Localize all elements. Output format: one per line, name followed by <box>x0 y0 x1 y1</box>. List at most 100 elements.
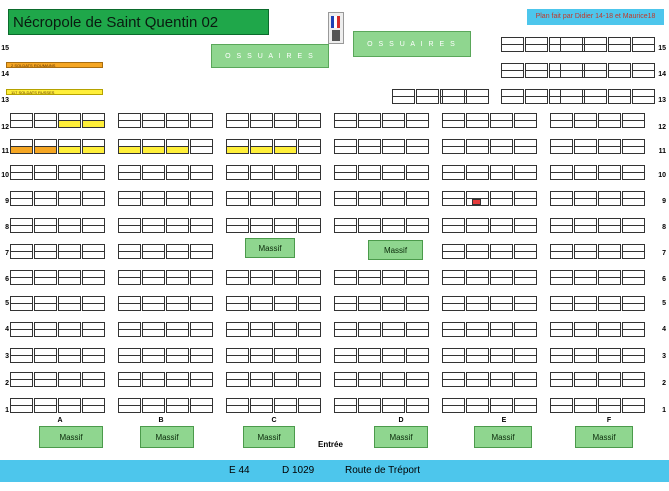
grave-plot <box>274 303 297 311</box>
grave-plot-highlighted <box>166 146 189 154</box>
grave-plot <box>382 277 405 285</box>
grave-plot <box>118 251 141 259</box>
grave-plot <box>58 198 81 206</box>
grave-plot <box>274 277 297 285</box>
grave-plot <box>166 355 189 363</box>
grave-plot <box>466 303 489 311</box>
grave-plot <box>250 405 273 413</box>
grave-plot <box>166 379 189 387</box>
grave-plot <box>190 172 213 180</box>
grave-plot <box>514 225 537 233</box>
row-number-right: 4 <box>662 326 666 333</box>
row-number-right: 8 <box>662 224 666 231</box>
grave-plot <box>632 96 655 104</box>
grave-plot <box>142 120 165 128</box>
grave-plot <box>574 120 597 128</box>
grave-plot <box>574 198 597 206</box>
grave-plot <box>490 379 513 387</box>
grave-plot <box>392 96 415 104</box>
credit-banner: Plan fait par Didier 14-18 et Maurice18 <box>527 9 664 25</box>
grave-plot <box>298 198 321 206</box>
grave-plot <box>166 329 189 337</box>
grave-plot <box>274 225 297 233</box>
grave-plot <box>250 277 273 285</box>
grave-plot <box>550 379 573 387</box>
grave-plot <box>142 303 165 311</box>
grave-plot-highlighted <box>274 146 297 154</box>
grave-plot <box>550 172 573 180</box>
grave-plot <box>166 303 189 311</box>
grave-plot <box>58 355 81 363</box>
grave-plot <box>382 120 405 128</box>
grave-plot <box>166 172 189 180</box>
grave-plot <box>10 405 33 413</box>
grave-plot <box>574 329 597 337</box>
grave-plot <box>584 96 607 104</box>
grave-plot <box>442 96 465 104</box>
grave-plot <box>82 251 105 259</box>
row-number-right: 13 <box>658 97 666 104</box>
grave-plot <box>190 303 213 311</box>
grave-plot <box>622 329 645 337</box>
grave-plot <box>274 405 297 413</box>
grave-plot <box>10 379 33 387</box>
grave-plot <box>334 120 357 128</box>
grave-plot <box>622 225 645 233</box>
grave-plot <box>490 277 513 285</box>
grave-plot <box>334 303 357 311</box>
grave-plot <box>334 172 357 180</box>
grave-plot <box>622 251 645 259</box>
grave-plot <box>622 303 645 311</box>
grave-plot <box>550 355 573 363</box>
grave-plot <box>466 405 489 413</box>
grave-plot <box>598 146 621 154</box>
grave-plot <box>226 303 249 311</box>
grave-plot <box>574 146 597 154</box>
grave-plot <box>416 96 439 104</box>
grave-plot <box>406 172 429 180</box>
grave-plot <box>226 379 249 387</box>
massif-f: Massif <box>575 426 633 448</box>
grave-plot <box>406 225 429 233</box>
footer-e44: E 44 <box>229 465 250 476</box>
grave-plot <box>514 172 537 180</box>
grave-plot <box>58 172 81 180</box>
grave-plot <box>298 120 321 128</box>
grave-plot <box>406 146 429 154</box>
grave-plot <box>142 277 165 285</box>
grave-plot <box>358 405 381 413</box>
footer-d1029: D 1029 <box>282 465 315 476</box>
grave-plot <box>514 198 537 206</box>
grave-plot <box>622 198 645 206</box>
grave-plot <box>514 146 537 154</box>
french-flag-icon <box>328 12 344 44</box>
grave-plot <box>406 198 429 206</box>
grave-plot <box>190 329 213 337</box>
grave-plot <box>250 198 273 206</box>
grave-plot <box>560 70 583 78</box>
grave-plot <box>622 277 645 285</box>
grave-plot <box>490 405 513 413</box>
row-number-left: 5 <box>5 300 9 307</box>
grave-plot <box>598 355 621 363</box>
grave-plot <box>298 355 321 363</box>
grave-plot <box>466 251 489 259</box>
grave-plot <box>514 120 537 128</box>
page-title: Nécropole de Saint Quentin 02 <box>8 9 269 35</box>
massif-e: Massif <box>474 426 532 448</box>
grave-plot <box>250 379 273 387</box>
grave-plot <box>10 329 33 337</box>
row-number-right: 5 <box>662 300 666 307</box>
grave-plot <box>550 198 573 206</box>
grave-plot <box>550 251 573 259</box>
grave-plot <box>598 198 621 206</box>
grave-plot <box>82 172 105 180</box>
row-number-right: 10 <box>658 172 666 179</box>
grave-plot <box>166 277 189 285</box>
row-number-left: 10 <box>1 172 9 179</box>
grave-plot <box>58 303 81 311</box>
row-number-left: 11 <box>1 148 9 155</box>
grave-plot <box>10 225 33 233</box>
grave-plot <box>442 405 465 413</box>
grave-plot <box>142 355 165 363</box>
